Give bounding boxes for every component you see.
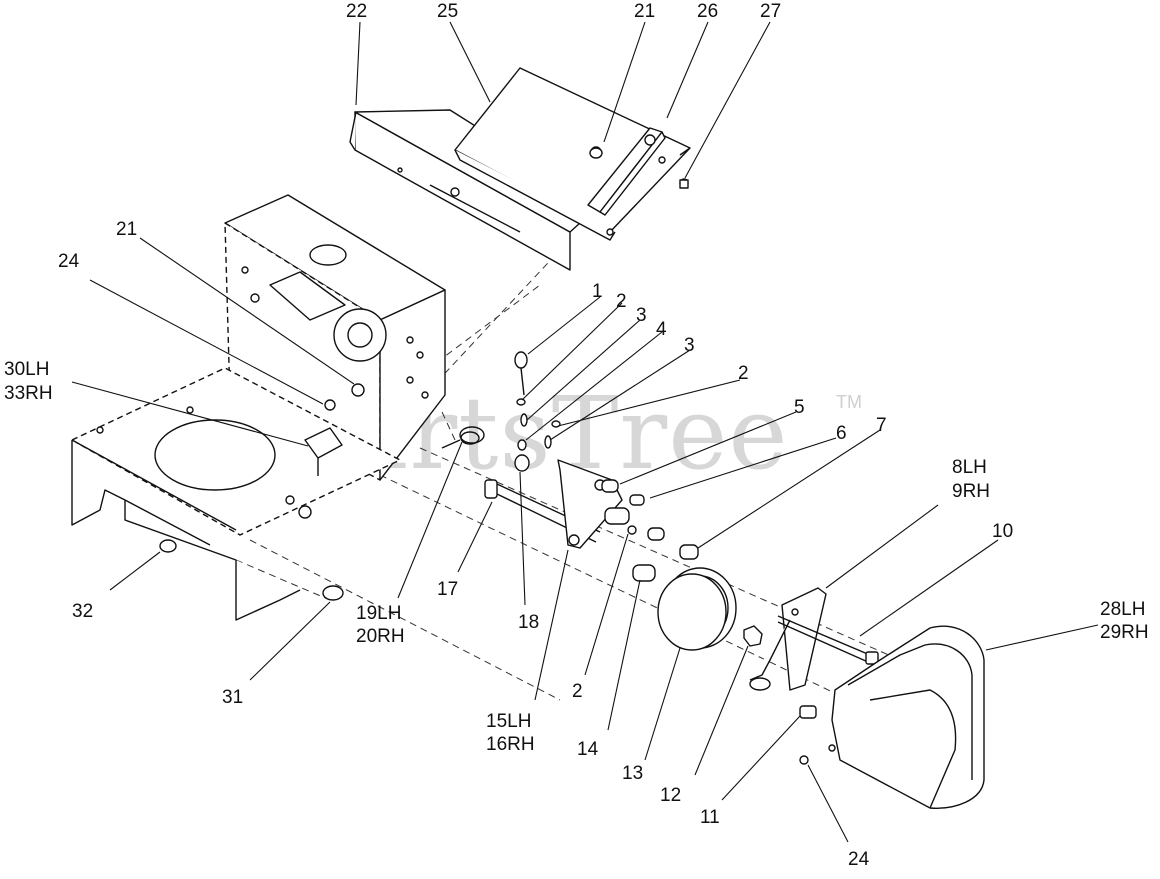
callout-13: 13 [622, 763, 644, 784]
leader-lines [71, 21, 1099, 843]
callout-3-a: 3 [636, 305, 647, 326]
callout-8lh: 8LH [952, 457, 987, 478]
deck-plate [71, 367, 401, 621]
callout-1: 1 [592, 281, 603, 302]
callout-12: 12 [660, 785, 682, 806]
callout-4: 4 [656, 319, 667, 340]
callout-2-a: 2 [616, 291, 627, 312]
callout-25: 25 [437, 1, 459, 22]
hex-nut [743, 625, 763, 647]
callout-3-b: 3 [684, 335, 695, 356]
alignment-lines [235, 249, 901, 711]
callout-33rh: 33RH [4, 383, 53, 404]
callout-14: 14 [577, 739, 599, 760]
spacers [601, 479, 699, 582]
callout-21-left: 21 [116, 219, 138, 240]
callout-16rh: 16RH [486, 734, 535, 755]
bolt-11 [799, 705, 817, 765]
callout-7: 7 [876, 415, 887, 436]
pulley [657, 567, 737, 651]
callout-24-bottom: 24 [848, 849, 870, 870]
callout-31: 31 [222, 687, 244, 708]
callout-11: 11 [700, 807, 720, 828]
small-nuts [589, 147, 689, 189]
idler-arm [557, 459, 623, 549]
callout-24-left: 24 [58, 251, 80, 272]
callout-29rh: 29RH [1100, 622, 1149, 643]
callout-2-bottom: 2 [572, 681, 583, 702]
shield-plate [454, 67, 691, 241]
callout-26: 26 [697, 1, 719, 22]
callout-28lh: 28LH [1100, 599, 1146, 620]
callout-2-b: 2 [738, 363, 749, 384]
callout-10: 10 [992, 521, 1014, 542]
pulley-bracket [749, 587, 827, 691]
torsion-spring [441, 426, 485, 449]
callout-22: 22 [346, 1, 368, 22]
callout-30lh: 30LH [4, 359, 50, 380]
callout-5: 5 [794, 397, 805, 418]
callout-19lh: 19LH [356, 603, 402, 624]
callout-27: 27 [760, 1, 782, 22]
belt-cover [828, 625, 985, 809]
callout-6: 6 [836, 423, 847, 444]
callout-18: 18 [518, 612, 540, 633]
callout-15lh: 15LH [486, 711, 532, 732]
trademark-mark: TM [836, 392, 862, 412]
callout-21-top: 21 [634, 1, 656, 22]
bolt-10 [777, 615, 879, 665]
small-bracket [159, 383, 365, 601]
callout-20rh: 20RH [356, 626, 405, 647]
callout-32: 32 [72, 601, 94, 622]
callout-9rh: 9RH [952, 481, 991, 502]
callout-17: 17 [437, 579, 459, 600]
